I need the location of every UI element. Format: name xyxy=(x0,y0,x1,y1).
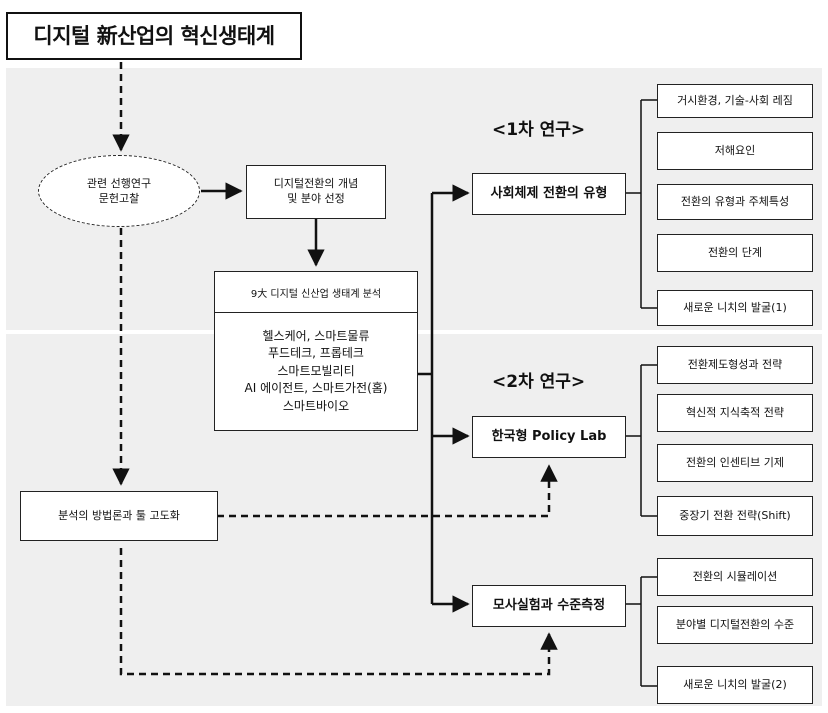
phase1-heading: <1차 연구> xyxy=(492,120,586,140)
sector-item-5: 스마트바이오 xyxy=(282,398,350,413)
concept-node: 디지털전환의 개념 및 분야 선정 xyxy=(246,165,386,219)
phase2-item-4: 중장기 전환 전략(Shift) xyxy=(657,496,813,536)
phase1-item-2: 저해요인 xyxy=(657,132,813,170)
phase2-item-3: 전환의 인센티브 기제 xyxy=(657,444,813,482)
arrow-method-to-policylab xyxy=(217,464,558,518)
phase1-center-node: 사회체제 전환의 유형 xyxy=(472,173,626,215)
arrow-method-to-simulation xyxy=(119,548,558,676)
phase1-item-3: 전환의 유형과 주체특성 xyxy=(657,184,813,220)
prior-research-node: 관련 선행연구 문헌고찰 xyxy=(38,155,200,227)
method-node: 분석의 방법론과 툴 고도화 xyxy=(20,491,218,541)
phase2-item-1: 전환제도형성과 전략 xyxy=(657,346,813,384)
phase1-item-1: 거시환경, 기술-사회 레짐 xyxy=(657,84,813,118)
sector-analysis-list: 헬스케어, 스마트물류 푸드테크, 프롭테크 스마트모빌리티 AI 에이전트, … xyxy=(214,313,418,431)
phase3-center-node: 모사실험과 수준측정 xyxy=(472,585,626,627)
sector-item-4: AI 에이전트, 스마트가전(홈) xyxy=(244,381,388,396)
sector-item-1: 헬스케어, 스마트물류 xyxy=(262,329,370,344)
phase2-heading: <2차 연구> xyxy=(492,372,586,392)
phase3-item-3: 새로운 니치의 발굴(2) xyxy=(657,666,813,704)
diagram-title: 디지털 新산업의 혁신생태계 xyxy=(6,12,302,60)
phase3-item-1: 전환의 시뮬레이션 xyxy=(657,558,813,596)
sector-item-2: 푸드테크, 프롭테크 xyxy=(268,346,364,361)
phase3-item-2: 분야별 디지털전환의 수준 xyxy=(657,606,813,644)
sector-item-3: 스마트모빌리티 xyxy=(277,363,355,378)
prior-research-label: 관련 선행연구 문헌고찰 xyxy=(86,176,152,205)
concept-label: 디지털전환의 개념 및 분야 선정 xyxy=(273,177,359,205)
phase1-item-5: 새로운 니치의 발굴(1) xyxy=(657,290,813,326)
phase2-center-node: 한국형 Policy Lab xyxy=(472,416,626,458)
phase2-item-2: 혁신적 지식축적 전략 xyxy=(657,394,813,432)
phase1-item-4: 전환의 단계 xyxy=(657,234,813,272)
sector-analysis-title: 9大 디지털 신산업 생태계 분석 xyxy=(214,271,418,313)
